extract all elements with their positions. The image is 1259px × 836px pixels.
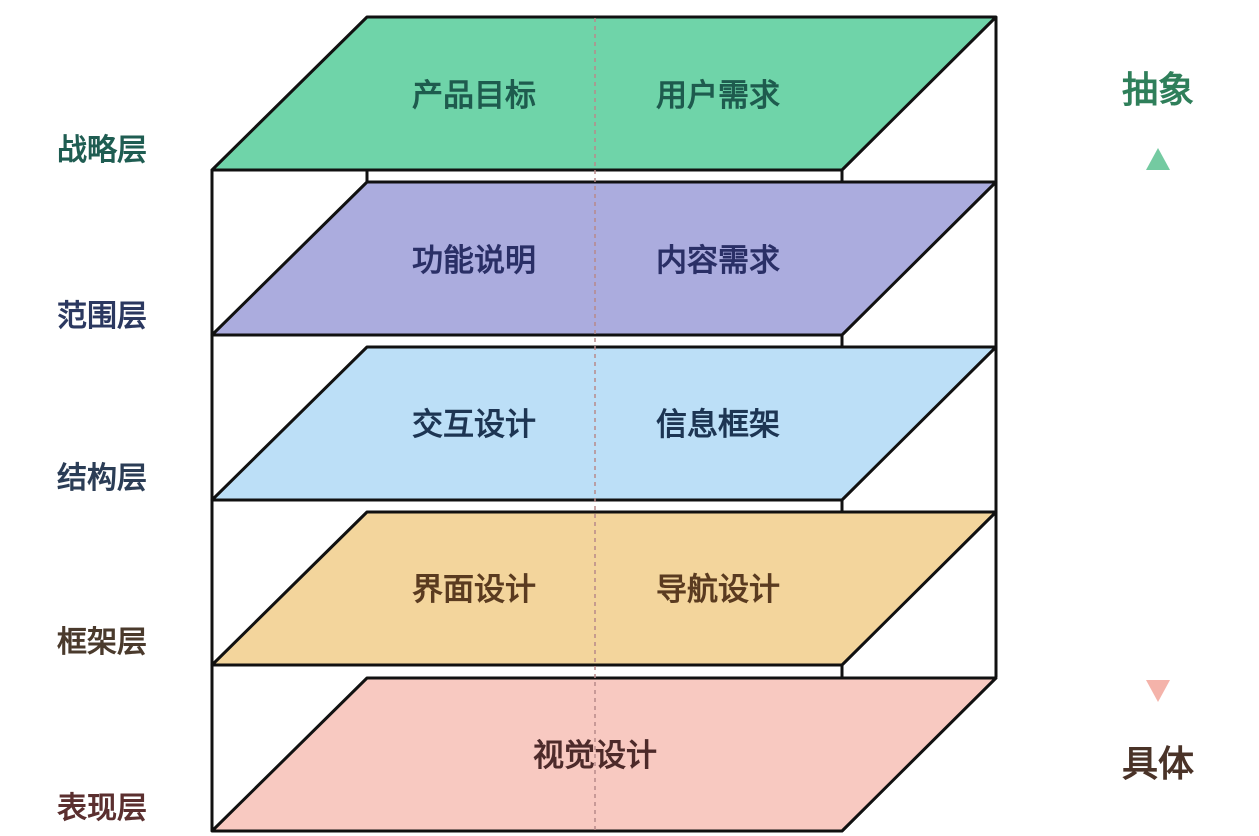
layer-item-2-1: 功能说明 [412, 243, 536, 279]
layer-plane-4 [210, 510, 998, 667]
layer-item-2-2: 内容需求 [656, 243, 780, 279]
layer-item-4-1: 界面设计 [412, 572, 536, 608]
layer-item-5-1: 视觉设计 [533, 738, 657, 774]
layer-label-4: 框架层 [57, 625, 147, 660]
arrow-up-icon [1146, 148, 1170, 170]
arrow-down-icon [1146, 680, 1170, 702]
layer-label-1: 战略层 [57, 133, 147, 168]
layer-item-1-2: 用户需求 [656, 78, 780, 114]
layer-item-3-2: 信息框架 [656, 407, 780, 443]
layer-plane-3 [210, 345, 998, 502]
layer-planes [210, 15, 998, 833]
layer-plane-5 [210, 676, 998, 833]
layer-plane-1 [210, 15, 998, 172]
layer-plane-2 [210, 180, 998, 337]
layer-item-4-2: 导航设计 [656, 572, 780, 608]
layer-label-3: 结构层 [57, 461, 147, 496]
axis-top-label: 抽象 [1122, 70, 1194, 111]
abstract-concrete-axis: 抽象 具体 [1122, 70, 1194, 785]
layer-label-2: 范围层 [57, 299, 147, 334]
layer-item-1-1: 产品目标 [412, 78, 536, 114]
axis-bottom-label: 具体 [1122, 744, 1194, 785]
layer-label-5: 表现层 [57, 791, 147, 826]
layer-item-3-1: 交互设计 [412, 407, 536, 443]
